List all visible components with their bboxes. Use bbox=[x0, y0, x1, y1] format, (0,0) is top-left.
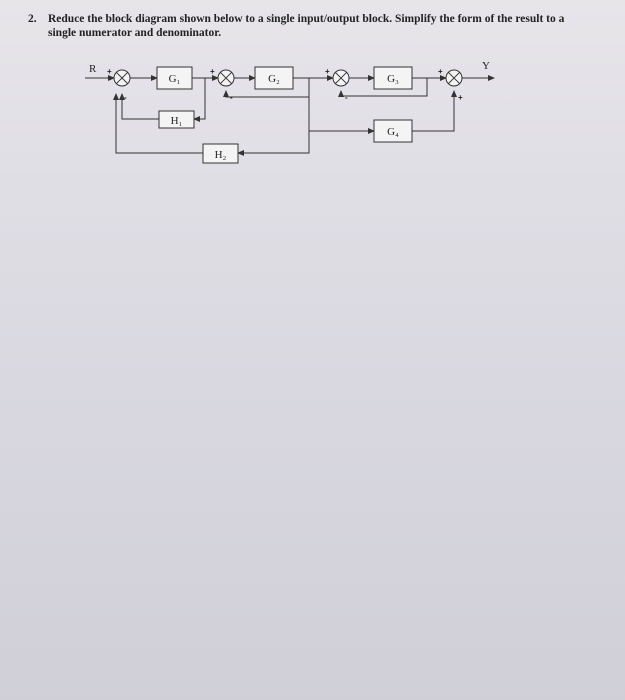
block-g1: G₁ bbox=[156, 66, 193, 90]
wire-h1-return bbox=[119, 93, 159, 120]
summing-junction-2 bbox=[217, 69, 235, 87]
wire-g2-feedback bbox=[223, 78, 310, 98]
sign-s2-feedback: - bbox=[230, 93, 233, 102]
block-g3: G₃ bbox=[373, 66, 413, 90]
sign-s3-feedback: - bbox=[345, 93, 348, 102]
block-h2: H₂ bbox=[202, 143, 239, 164]
summing-junction-3 bbox=[332, 69, 350, 87]
sign-s1-feedback: - bbox=[124, 93, 127, 102]
wire-g4-pickoff bbox=[308, 97, 375, 134]
block-g4: G₄ bbox=[373, 119, 413, 143]
summing-junction-4 bbox=[445, 69, 463, 87]
block-g2-label: G₂ bbox=[268, 73, 280, 85]
wire-g3-feedback bbox=[338, 78, 428, 97]
block-h1-label: H₁ bbox=[171, 115, 183, 127]
sign-s4-input: + bbox=[438, 67, 443, 76]
block-h2-label: H₂ bbox=[215, 149, 227, 161]
block-g4-label: G₄ bbox=[387, 126, 399, 138]
wire-h2-return bbox=[113, 93, 203, 154]
output-label: Y bbox=[482, 60, 490, 72]
wire-h2-pickoff bbox=[237, 131, 310, 156]
question-number: 2. bbox=[28, 13, 37, 25]
sign-s1-input: + bbox=[107, 67, 112, 76]
block-g3-label: G₃ bbox=[387, 73, 399, 85]
sign-s3-input: + bbox=[325, 67, 330, 76]
wire-h1-pickoff bbox=[193, 78, 206, 122]
sign-s4-g4: + bbox=[458, 93, 463, 102]
block-h1: H₁ bbox=[158, 110, 195, 129]
sign-s2-input: + bbox=[210, 67, 215, 76]
block-g2: G₂ bbox=[254, 66, 294, 90]
wire-g4-out bbox=[412, 90, 457, 132]
block-g1-label: G₁ bbox=[169, 73, 181, 85]
question-text: Reduce the block diagram shown below to … bbox=[48, 13, 565, 39]
input-label: R bbox=[89, 63, 97, 75]
summing-junction-1 bbox=[113, 69, 131, 87]
